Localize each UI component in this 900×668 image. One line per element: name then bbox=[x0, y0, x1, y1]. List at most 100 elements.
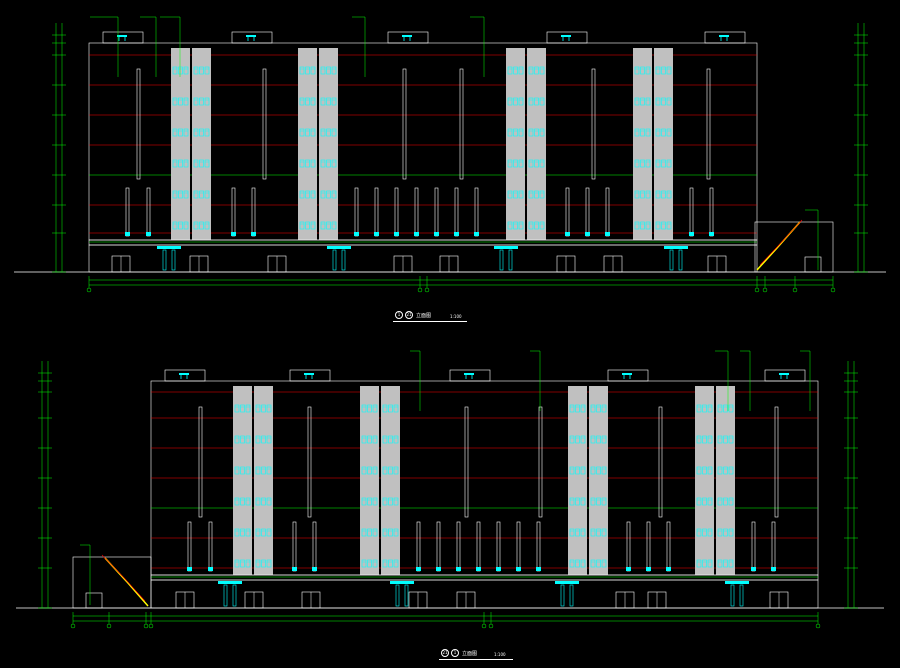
window-icon bbox=[645, 190, 651, 199]
window-icon bbox=[601, 404, 607, 413]
window-icon bbox=[601, 435, 607, 444]
window-icon bbox=[320, 97, 326, 106]
window-icon bbox=[534, 221, 539, 230]
window-icon bbox=[528, 66, 534, 75]
window-icon bbox=[513, 221, 518, 230]
slot-window bbox=[262, 68, 267, 180]
window-icon bbox=[178, 159, 183, 168]
window-icon bbox=[575, 497, 580, 506]
window-icon bbox=[580, 528, 586, 537]
roof-parapet bbox=[449, 369, 491, 382]
elevation-drawing-bottom bbox=[16, 350, 884, 629]
window-icon bbox=[696, 404, 702, 413]
window-icon bbox=[728, 559, 734, 568]
window-icon bbox=[728, 528, 734, 537]
window-icon bbox=[255, 497, 261, 506]
roof-vent-icon bbox=[561, 35, 571, 37]
entry-canopy-icon bbox=[664, 246, 688, 249]
axis-bubble-icon bbox=[830, 287, 836, 293]
window-icon bbox=[590, 528, 596, 537]
axis-bubble-start: 1 bbox=[395, 311, 403, 319]
window-icon bbox=[513, 128, 518, 137]
window-icon bbox=[539, 97, 545, 106]
window-icon bbox=[707, 559, 713, 568]
entry-post bbox=[669, 249, 674, 271]
roof-parapet bbox=[607, 369, 649, 382]
window-icon bbox=[534, 190, 539, 199]
window-icon bbox=[507, 128, 513, 137]
stair-column bbox=[589, 386, 608, 575]
pier bbox=[414, 187, 419, 237]
window-icon bbox=[388, 559, 393, 568]
slot-window bbox=[538, 406, 543, 518]
window-icon bbox=[240, 466, 245, 475]
window-icon bbox=[372, 559, 378, 568]
pier bbox=[585, 187, 590, 237]
window-icon bbox=[178, 190, 183, 199]
window-icon bbox=[234, 528, 240, 537]
window-icon bbox=[590, 435, 596, 444]
pier-base-icon bbox=[231, 232, 236, 236]
window-icon bbox=[634, 128, 640, 137]
window-icon bbox=[172, 159, 178, 168]
window-icon bbox=[372, 404, 378, 413]
window-icon bbox=[534, 159, 539, 168]
entry-post bbox=[678, 249, 683, 271]
pier bbox=[496, 521, 501, 572]
window-icon bbox=[193, 221, 199, 230]
pier bbox=[689, 187, 694, 237]
pier bbox=[626, 521, 631, 572]
window-icon bbox=[320, 159, 326, 168]
window-icon bbox=[661, 221, 666, 230]
entry-post bbox=[232, 584, 237, 607]
window-icon bbox=[299, 190, 305, 199]
window-icon bbox=[255, 559, 261, 568]
stair-column bbox=[527, 48, 546, 240]
window-icon bbox=[183, 190, 189, 199]
window-icon bbox=[601, 528, 607, 537]
window-icon bbox=[310, 159, 316, 168]
axis-bubble-icon bbox=[762, 287, 768, 293]
pier bbox=[208, 521, 213, 572]
window-icon bbox=[534, 97, 539, 106]
stair-rail bbox=[101, 554, 146, 602]
window-icon bbox=[240, 435, 245, 444]
window-icon bbox=[199, 221, 204, 230]
entry-post bbox=[499, 249, 504, 271]
window-icon bbox=[255, 466, 261, 475]
window-icon bbox=[234, 497, 240, 506]
window-icon bbox=[539, 159, 545, 168]
window-icon bbox=[655, 128, 661, 137]
pier bbox=[454, 187, 459, 237]
window-icon bbox=[528, 97, 534, 106]
window-icon bbox=[528, 128, 534, 137]
window-icon bbox=[255, 435, 261, 444]
window-icon bbox=[661, 128, 666, 137]
window-icon bbox=[331, 159, 337, 168]
window-icon bbox=[310, 221, 316, 230]
podium-wall bbox=[88, 244, 758, 273]
window-icon bbox=[326, 66, 331, 75]
axis-bubble-icon bbox=[143, 623, 149, 629]
entry-canopy-icon bbox=[725, 581, 749, 584]
pier bbox=[187, 521, 192, 572]
window-icon bbox=[240, 528, 245, 537]
window-icon bbox=[666, 159, 672, 168]
window-icon bbox=[575, 466, 580, 475]
axis-bubble-icon bbox=[481, 623, 487, 629]
slot-window bbox=[706, 68, 711, 180]
window-icon bbox=[518, 66, 524, 75]
pier-base-icon bbox=[434, 232, 439, 236]
window-icon bbox=[393, 497, 399, 506]
slot-window bbox=[402, 68, 407, 180]
pier-base-icon bbox=[626, 567, 631, 571]
window-icon bbox=[590, 466, 596, 475]
window-icon bbox=[172, 221, 178, 230]
window-icon bbox=[172, 66, 178, 75]
window-icon bbox=[388, 466, 393, 475]
window-icon bbox=[172, 128, 178, 137]
window-icon bbox=[382, 528, 388, 537]
pier-base-icon bbox=[605, 232, 610, 236]
roof-parapet bbox=[704, 31, 746, 44]
window-icon bbox=[234, 559, 240, 568]
